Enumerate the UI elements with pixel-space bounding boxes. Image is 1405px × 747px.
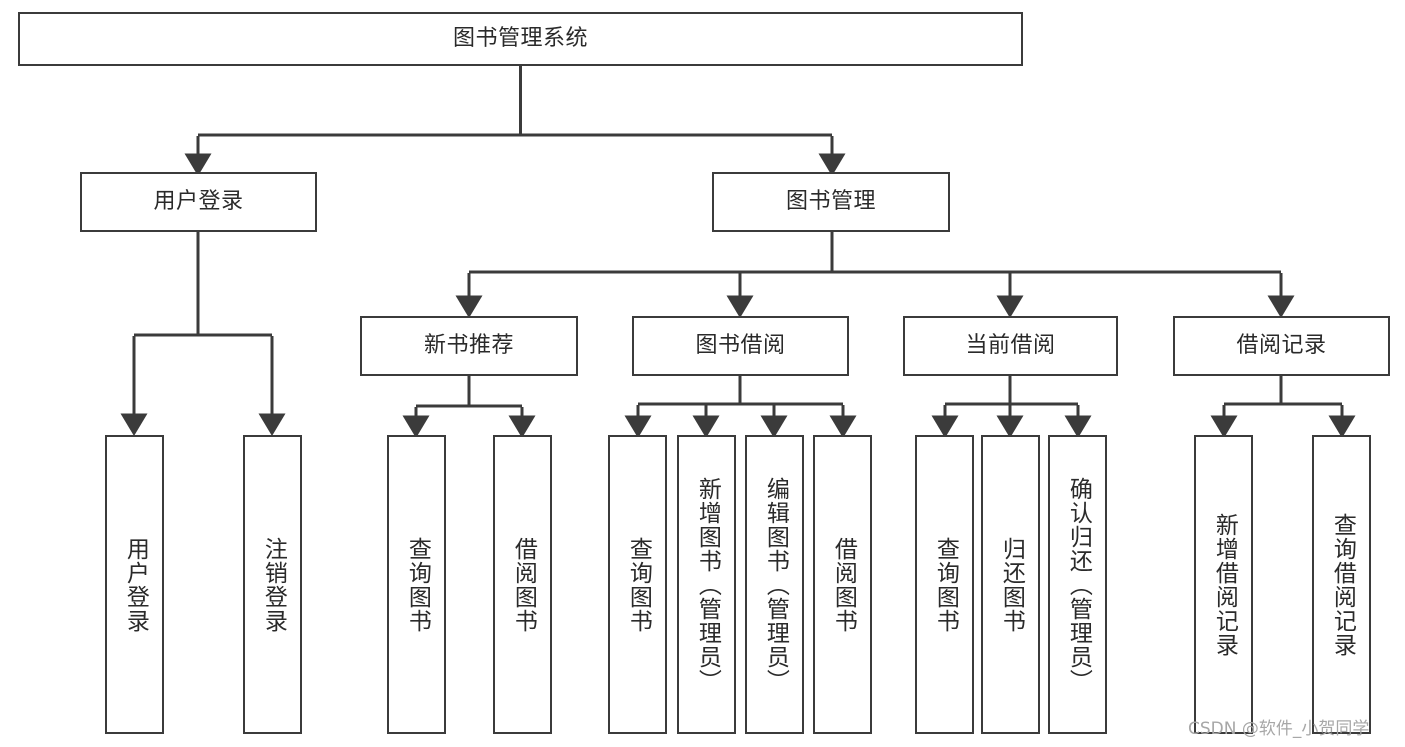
leaf-new-book-query[interactable]: 查询图书 bbox=[387, 435, 446, 734]
leaf-borrow-record-query[interactable]: 查询借阅记录 bbox=[1312, 435, 1371, 734]
leaf-borrow-record-add[interactable]: 新增借阅记录 bbox=[1194, 435, 1253, 734]
node-label: 新书推荐 bbox=[423, 333, 514, 358]
node-label: 确认归还（管理员） bbox=[1065, 476, 1092, 693]
node-label: 新增借阅记录 bbox=[1211, 512, 1238, 657]
leaf-user-login-login[interactable]: 用户登录 bbox=[105, 435, 164, 734]
node-book-management[interactable]: 图书管理 bbox=[712, 172, 950, 232]
leaf-new-book-borrow[interactable]: 借阅图书 bbox=[493, 435, 552, 734]
node-label: 查询借阅记录 bbox=[1329, 512, 1356, 657]
leaf-book-borrow-add[interactable]: 新增图书（管理员） bbox=[677, 435, 736, 734]
node-label: 编辑图书（管理员） bbox=[762, 476, 789, 693]
node-root-book-management-system[interactable]: 图书管理系统 bbox=[18, 12, 1023, 66]
node-label: 当前借阅 bbox=[965, 333, 1056, 358]
node-new-book-recommend[interactable]: 新书推荐 bbox=[360, 316, 578, 376]
node-label: 新增图书（管理员） bbox=[694, 476, 721, 693]
node-current-borrow[interactable]: 当前借阅 bbox=[903, 316, 1118, 376]
node-label: 查询图书 bbox=[625, 536, 652, 633]
node-label: 图书借阅 bbox=[695, 333, 786, 358]
node-label: 查询图书 bbox=[404, 536, 431, 633]
leaf-current-borrow-query[interactable]: 查询图书 bbox=[915, 435, 974, 734]
node-book-borrow[interactable]: 图书借阅 bbox=[632, 316, 849, 376]
watermark-text: CSDN @软件_小贺同学 bbox=[1188, 719, 1370, 739]
node-label: 图书管理 bbox=[785, 189, 876, 214]
leaf-book-borrow-edit[interactable]: 编辑图书（管理员） bbox=[745, 435, 804, 734]
leaf-current-borrow-return[interactable]: 归还图书 bbox=[981, 435, 1040, 734]
node-label: 归还图书 bbox=[998, 536, 1025, 633]
leaf-book-borrow-query[interactable]: 查询图书 bbox=[608, 435, 667, 734]
node-label: 借阅记录 bbox=[1236, 333, 1327, 358]
node-label: 用户登录 bbox=[153, 189, 244, 214]
node-label: 用户登录 bbox=[122, 536, 149, 633]
node-label: 图书管理系统 bbox=[452, 26, 588, 51]
node-label: 借阅图书 bbox=[830, 536, 857, 633]
leaf-book-borrow-lend[interactable]: 借阅图书 bbox=[813, 435, 872, 734]
node-user-login[interactable]: 用户登录 bbox=[80, 172, 317, 232]
node-label: 注销登录 bbox=[260, 536, 287, 633]
node-label: 查询图书 bbox=[932, 536, 959, 633]
node-borrow-record[interactable]: 借阅记录 bbox=[1173, 316, 1390, 376]
leaf-user-login-logout[interactable]: 注销登录 bbox=[243, 435, 302, 734]
node-label: 借阅图书 bbox=[510, 536, 537, 633]
leaf-current-borrow-confirm-return[interactable]: 确认归还（管理员） bbox=[1048, 435, 1107, 734]
